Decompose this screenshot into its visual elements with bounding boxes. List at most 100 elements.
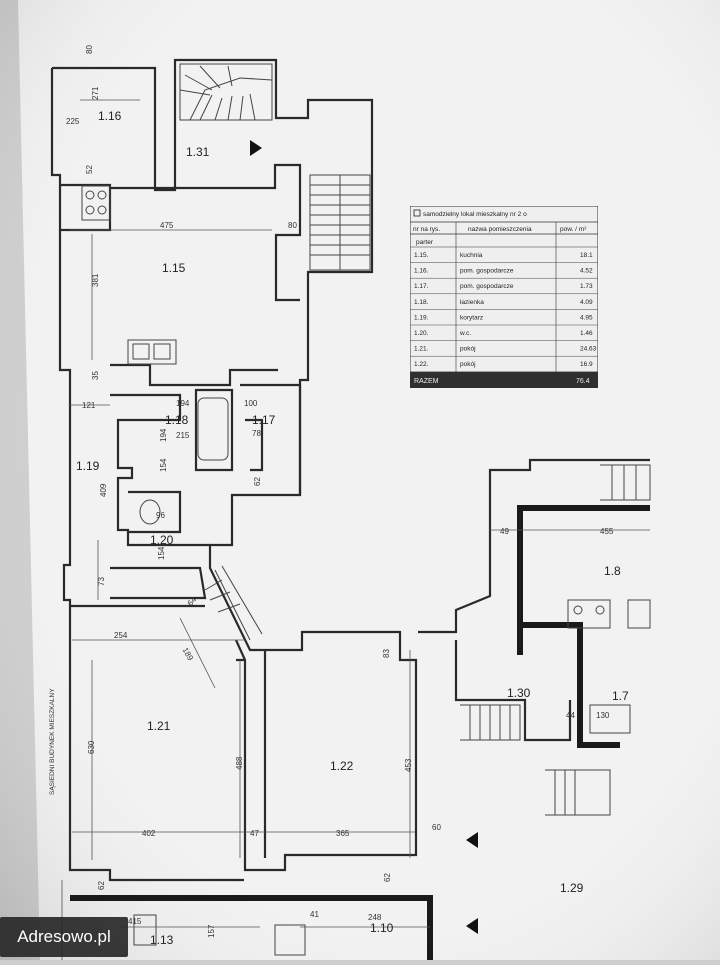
table-cell-area: 4.09 [580, 299, 593, 306]
room-label-1-30: 1.30 [507, 686, 531, 700]
dim-label: 49 [500, 527, 509, 536]
dim-label: 78 [252, 429, 261, 438]
dim-label: 381 [91, 273, 100, 287]
table-cell-area: 4.95 [580, 314, 593, 321]
dim-label: 453 [404, 758, 413, 772]
table-cell-nr: 1.19. [414, 314, 429, 321]
room-label-1-16: 1.16 [98, 109, 122, 123]
dim-label: 96 [156, 511, 165, 520]
dim-label: 194 [176, 399, 190, 408]
room-label-1-18: 1.18 [165, 413, 189, 427]
dim-label: 121 [82, 401, 96, 410]
room-label-1-29: 1.29 [560, 881, 584, 895]
fixtures [81, 185, 651, 956]
thick-walls [70, 505, 650, 960]
dim-label: 62 [97, 881, 106, 890]
table-cell-name: pom. gospodarcze [460, 283, 514, 290]
table-cell-area: 1.73 [580, 283, 593, 290]
dim-label: 80 [85, 45, 94, 54]
room-label-1-8: 1.8 [604, 564, 621, 578]
dim-label: 35 [91, 371, 100, 380]
room-label-1-22: 1.22 [330, 759, 354, 773]
neighbor-building-label: SĄSIEDNI BUDYNEK MIESZKALNY [49, 688, 56, 795]
table-cell-nr: 1.15. [414, 252, 429, 259]
table-cell-name: w.c. [459, 330, 471, 337]
table-row: 1.20. w.c. 1.46 [410, 330, 598, 341]
area-table: samodzielny lokal mieszkalny nr 2 o nr n… [409, 205, 599, 389]
dim-label: 41 [310, 910, 319, 919]
table-row: 1.17. pom. gospodarcze 1.73 [410, 283, 598, 295]
table-cell-area: 24.63 [580, 346, 597, 353]
adresowo-watermark: Adresowo.pl [0, 917, 128, 957]
table-total-value: 76.4 [576, 378, 590, 385]
dim-label: 73 [97, 577, 106, 586]
table-title: samodzielny lokal mieszkalny nr 2 o [423, 211, 527, 218]
table-cell-name: pokój [460, 361, 476, 368]
dim-label: 488 [235, 756, 244, 770]
table-cell-area: 1.46 [580, 330, 593, 337]
dim-label: 194 [159, 428, 168, 442]
room-label-1-21: 1.21 [147, 719, 171, 733]
dim-label: 60 [432, 823, 441, 832]
dim-label: 271 [91, 86, 100, 100]
dim-label: 130 [596, 711, 610, 720]
table-row: 1.18. łazienka 4.09 [410, 299, 598, 310]
table-cell-nr: 1.16. [414, 268, 429, 275]
dim-label: 455 [600, 527, 614, 536]
room-label-1-13: 1.13 [150, 933, 174, 947]
dim-label: 80 [288, 221, 297, 230]
table-row: 1.19. korytarz 4.95 [410, 314, 598, 326]
spiral-stairs [179, 63, 273, 121]
dimension-labels: 80 225 271 52 475 80 381 35 194 100 121 … [66, 45, 614, 938]
dim-label: 154 [157, 546, 166, 560]
room-label-1-31: 1.31 [186, 145, 210, 159]
room-label-1-17: 1.17 [252, 413, 276, 427]
dim-label: 215 [176, 431, 190, 440]
table-cell-nr: 1.18. [414, 299, 429, 306]
apartment-walls [50, 58, 650, 882]
table-cell-nr: 1.20. [414, 330, 429, 337]
dim-label: 83 [382, 649, 391, 658]
dim-label: 62 [383, 873, 392, 882]
table-header-nr: nr na rys. [413, 226, 440, 233]
table-cell-area: 4.52 [580, 268, 593, 275]
table-cell-nr: 1.21. [414, 346, 429, 353]
room-label-1-15: 1.15 [162, 261, 186, 275]
area-table-grid: samodzielny lokal mieszkalny nr 2 o nr n… [409, 205, 599, 389]
dim-label: 157 [207, 924, 216, 938]
dim-label: 475 [160, 221, 174, 230]
table-header-area: pow. / m² [560, 226, 587, 233]
straight-stairs [204, 174, 651, 816]
table-cell-area: 16.9 [580, 361, 593, 368]
table-cell-name: łazienka [460, 299, 484, 306]
table-cell-name: korytarz [460, 314, 483, 321]
room-label-1-7: 1.7 [612, 689, 629, 703]
table-cell-nr: 1.17. [414, 283, 429, 290]
dim-label: 248 [368, 913, 382, 922]
dim-label: 47 [250, 829, 259, 838]
room-label-1-19: 1.19 [76, 459, 100, 473]
dim-label: 154 [159, 458, 168, 472]
dim-label: 630 [87, 740, 96, 754]
dim-label: 254 [114, 631, 128, 640]
dim-label: 225 [66, 117, 80, 126]
dim-label: 365 [336, 829, 350, 838]
dim-label: 409 [99, 483, 108, 497]
room-label-1-20: 1.20 [150, 533, 174, 547]
dim-label: 402 [142, 829, 156, 838]
dim-label: 415 [128, 917, 142, 926]
table-row: 1.21. pokój 24.63 [410, 346, 598, 357]
entrance-arrow-icon [250, 140, 478, 934]
table-cell-name: pokój [460, 346, 476, 353]
table-cell-area: 18.1 [580, 252, 593, 259]
room-label-1-10: 1.10 [370, 921, 394, 935]
dim-label: 62 [253, 477, 262, 486]
dim-label: 44 [566, 711, 575, 720]
dim-label: 100 [244, 399, 258, 408]
